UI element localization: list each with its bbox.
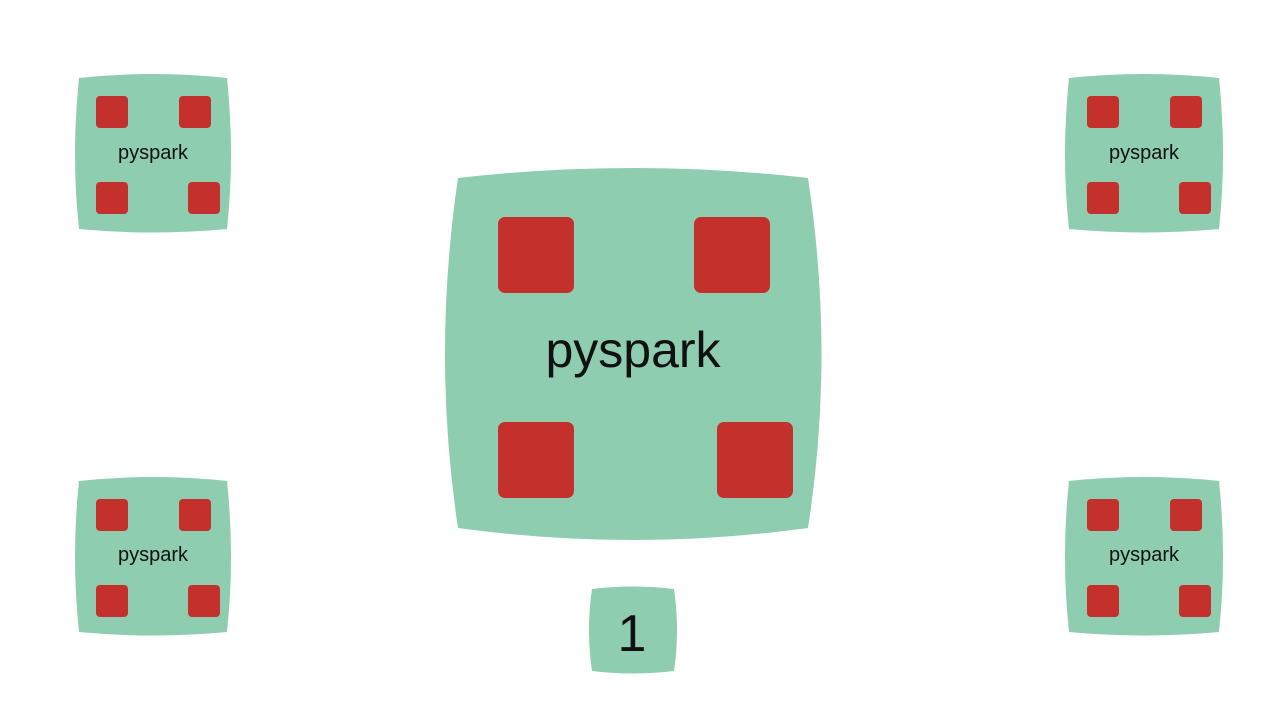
core-icon	[96, 499, 128, 531]
node-label: pyspark	[118, 544, 189, 566]
core-icon	[717, 422, 793, 498]
node-label: pyspark	[545, 322, 721, 378]
core-icon	[1179, 182, 1211, 214]
core-icon	[96, 585, 128, 617]
core-icon	[694, 217, 770, 293]
node-label: pyspark	[1109, 544, 1180, 566]
counter-badge: 1	[589, 586, 677, 674]
core-icon	[179, 499, 211, 531]
node-top-right: pyspark	[1065, 74, 1223, 233]
core-icon	[498, 217, 574, 293]
core-icon	[1170, 499, 1202, 531]
node-bottom-left: pyspark	[75, 477, 231, 636]
node-label: pyspark	[118, 142, 189, 164]
core-icon	[188, 585, 220, 617]
core-icon	[96, 182, 128, 214]
counter-badge-body	[589, 586, 677, 674]
core-icon	[1087, 96, 1119, 128]
core-icon	[1179, 585, 1211, 617]
core-icon	[188, 182, 220, 214]
core-icon	[179, 96, 211, 128]
core-icon	[1087, 499, 1119, 531]
node-label: pyspark	[1109, 142, 1180, 164]
core-icon	[1087, 585, 1119, 617]
node-bottom-right: pyspark	[1065, 477, 1223, 636]
core-icon	[96, 96, 128, 128]
core-icon	[498, 422, 574, 498]
node-center: pyspark	[445, 168, 822, 540]
counter-value: 1	[618, 605, 647, 663]
node-top-left: pyspark	[75, 74, 231, 233]
core-icon	[1087, 182, 1119, 214]
core-icon	[1170, 96, 1202, 128]
